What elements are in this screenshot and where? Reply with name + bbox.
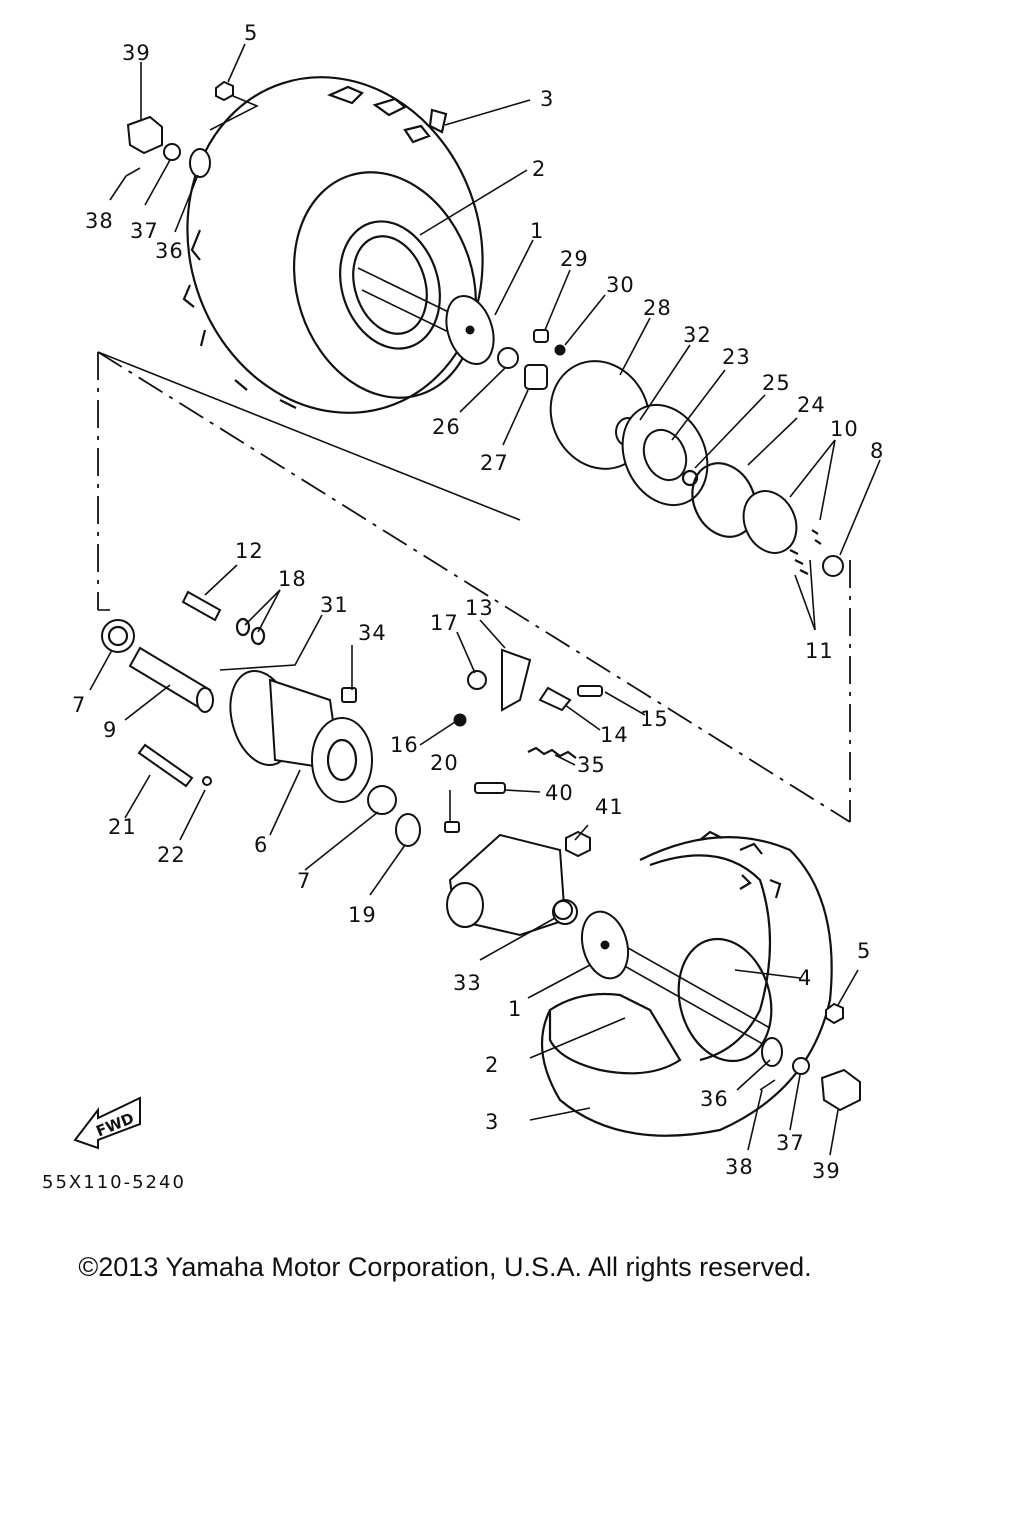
callout-25: 25 xyxy=(762,371,791,395)
brake-cam-linkage xyxy=(453,648,603,794)
callout-37-bottom: 37 xyxy=(776,1131,805,1155)
callout-32: 32 xyxy=(683,323,712,347)
differential-gear-case xyxy=(446,830,591,937)
callout-7-left: 7 xyxy=(72,693,86,717)
callout-12: 12 xyxy=(235,539,264,563)
callout-3-top: 3 xyxy=(540,87,554,111)
callout-39-bottom: 39 xyxy=(812,1159,841,1183)
callout-14: 14 xyxy=(600,723,629,747)
callout-33: 33 xyxy=(453,971,482,995)
callout-36-top: 36 xyxy=(155,239,184,263)
leader-lines xyxy=(89,43,881,1156)
callout-38-bottom: 38 xyxy=(725,1155,754,1179)
callout-8: 8 xyxy=(870,439,884,463)
callout-4: 4 xyxy=(798,966,812,990)
callout-1-top: 1 xyxy=(530,219,544,243)
callout-19: 19 xyxy=(348,903,377,927)
callout-40: 40 xyxy=(545,781,574,805)
callout-7-mid: 7 xyxy=(297,869,311,893)
callout-36-bottom: 36 xyxy=(700,1087,729,1111)
upper-nut-washer-cap xyxy=(125,80,234,178)
upper-tire xyxy=(182,76,484,414)
callout-22: 22 xyxy=(157,843,186,867)
diagram-reference-code: 55X110-5240 xyxy=(42,1172,186,1193)
callout-26: 26 xyxy=(432,415,461,439)
callout-20: 20 xyxy=(430,751,459,775)
upper-hub xyxy=(445,295,495,365)
brake-drum-set xyxy=(497,329,844,577)
lower-rim xyxy=(604,934,773,1063)
callout-13: 13 xyxy=(465,596,494,620)
callout-6: 6 xyxy=(254,833,268,857)
callout-37-top: 37 xyxy=(130,219,159,243)
callout-31: 31 xyxy=(320,593,349,617)
callout-27: 27 xyxy=(480,451,509,475)
callout-11: 11 xyxy=(805,639,834,663)
callout-18: 18 xyxy=(278,567,307,591)
callout-23: 23 xyxy=(722,345,751,369)
callout-28: 28 xyxy=(643,296,672,320)
callout-38-top: 38 xyxy=(85,209,114,233)
callout-3-bottom: 3 xyxy=(485,1110,499,1134)
callout-39-top: 39 xyxy=(122,41,151,65)
callout-41: 41 xyxy=(595,795,624,819)
lower-nut-washer-cap xyxy=(759,1002,861,1112)
axle-housing xyxy=(229,669,460,847)
callout-15: 15 xyxy=(640,707,669,731)
callout-29: 29 xyxy=(560,247,589,271)
callout-16: 16 xyxy=(390,733,419,757)
callout-17: 17 xyxy=(430,611,459,635)
assembly-chain-lines xyxy=(97,351,851,823)
lower-tire xyxy=(540,830,833,1137)
axle-assembly xyxy=(101,590,266,788)
callout-35: 35 xyxy=(577,753,606,777)
callout-5-bottom: 5 xyxy=(857,939,871,963)
callout-5-top: 5 xyxy=(244,21,258,45)
callout-24: 24 xyxy=(797,393,826,417)
callout-21: 21 xyxy=(108,815,137,839)
copyright-notice: ©2013 Yamaha Motor Corporation, U.S.A. A… xyxy=(78,1252,812,1282)
callout-2-top: 2 xyxy=(532,157,546,181)
fwd-arrow: FWD xyxy=(73,1096,141,1150)
callout-labels: 39 5 3 2 38 37 36 1 29 30 28 32 23 25 24… xyxy=(72,21,884,1183)
callout-30: 30 xyxy=(606,273,635,297)
lower-hub xyxy=(553,900,630,980)
callout-2-bottom: 2 xyxy=(485,1053,499,1077)
callout-1-bottom: 1 xyxy=(508,997,522,1021)
exploded-parts-diagram: FWD xyxy=(72,21,884,1183)
callout-9: 9 xyxy=(103,718,117,742)
callout-10: 10 xyxy=(830,417,859,441)
callout-34: 34 xyxy=(358,621,387,645)
